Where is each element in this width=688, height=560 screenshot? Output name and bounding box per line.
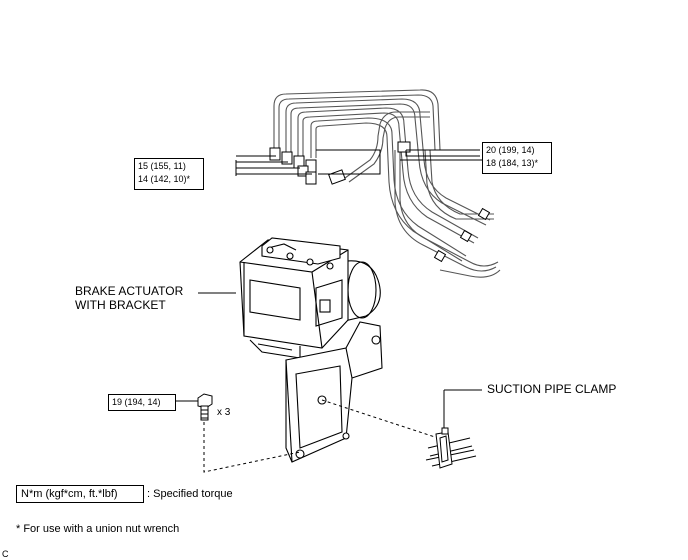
torque-bolt-value: 19 (194, 14) — [112, 397, 161, 407]
figure-code: C — [2, 549, 9, 559]
brake-pipes — [273, 89, 501, 278]
suction-pipe-clamp — [425, 427, 477, 469]
torque-right-line-2: 18 (184, 13)* — [486, 158, 539, 168]
torque-right-line-1: 20 (199, 14) — [486, 145, 535, 155]
flare-nuts — [269, 141, 491, 263]
mounting-bolt — [197, 393, 213, 421]
torque-callout-bolt: 19 (194, 14) — [108, 394, 176, 411]
torque-callout-right: 20 (199, 14) 18 (184, 13)* — [482, 142, 552, 174]
torque-left-line-1: 15 (155, 11) — [138, 161, 186, 171]
label-brake-actuator-line-1: BRAKE ACTUATOR — [75, 284, 184, 298]
label-brake-actuator-line-2: WITH BRACKET — [75, 298, 166, 312]
footnote: * For use with a union nut wrench — [16, 523, 180, 535]
label-suction-pipe-clamp: SUCTION PIPE CLAMP — [487, 382, 617, 396]
torque-left-line-2: 14 (142, 10)* — [138, 174, 191, 184]
bolt-quantity: x 3 — [217, 407, 231, 418]
unit-legend-box: N*m (kgf*cm, ft.*lbf) — [16, 485, 144, 503]
leader-lines — [176, 149, 482, 430]
unit-legend-text: N*m (kgf*cm, ft.*lbf) — [21, 488, 118, 500]
brake-actuator — [239, 237, 383, 463]
unit-legend-description: : Specified torque — [147, 488, 233, 500]
torque-callout-left: 15 (155, 11) 14 (142, 10)* — [134, 158, 204, 190]
install-dashed-lines — [203, 399, 439, 473]
